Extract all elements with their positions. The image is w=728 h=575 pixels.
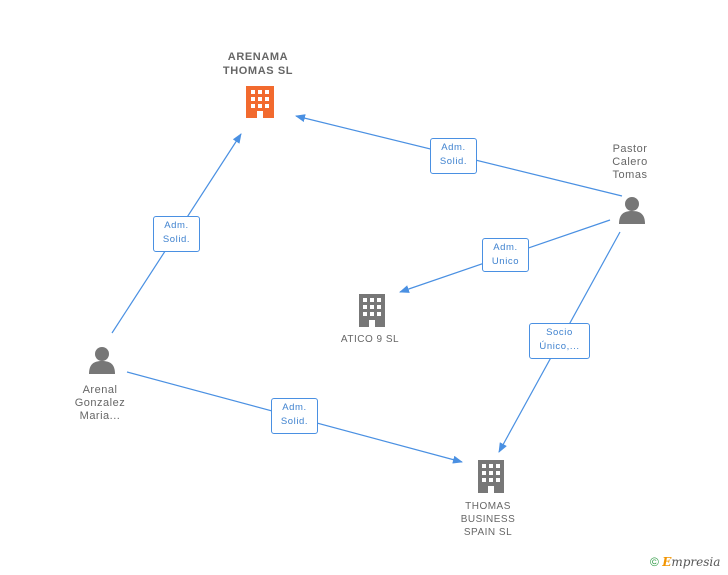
edge-label-arenal-thomas[interactable]: Adm. Solid. bbox=[271, 398, 318, 434]
edge-label-line: Solid. bbox=[280, 416, 309, 427]
edge-label-line: Único,... bbox=[539, 341, 580, 352]
node-label-line: Tomas bbox=[612, 169, 648, 181]
node-label-pastor[interactable]: Pastor Calero Tomas bbox=[592, 143, 668, 182]
edge-label-line: Adm. bbox=[164, 220, 189, 231]
edge-label-line: Socio bbox=[546, 327, 573, 338]
node-label-line: Calero bbox=[612, 156, 648, 168]
building-icon[interactable] bbox=[246, 86, 274, 118]
person-icon[interactable] bbox=[619, 197, 645, 224]
edge-label-line: Solid. bbox=[162, 234, 191, 245]
node-label-line: Arenal bbox=[82, 384, 118, 396]
edge-label-line: Unico bbox=[491, 256, 520, 267]
node-label-line: SPAIN SL bbox=[463, 527, 513, 538]
node-label-line: ATICO 9 SL bbox=[340, 334, 400, 345]
edge-label-line: Adm. bbox=[493, 242, 518, 253]
node-label-line: ARENAMA bbox=[227, 51, 289, 63]
node-label-line: Gonzalez bbox=[74, 397, 126, 409]
node-label-line: Pastor bbox=[612, 143, 648, 155]
node-label-line: THOMAS SL bbox=[222, 65, 294, 77]
edge-label-line: Solid. bbox=[439, 156, 468, 167]
node-label-atico[interactable]: ATICO 9 SL bbox=[322, 334, 418, 346]
node-label-arenal[interactable]: Arenal Gonzalez Maria... bbox=[60, 384, 140, 423]
brand-text: mpresia bbox=[671, 555, 721, 569]
edge-label-pastor-arenama[interactable]: Adm. Solid. bbox=[430, 138, 477, 174]
node-label-line: BUSINESS bbox=[460, 514, 516, 525]
building-icon[interactable] bbox=[478, 460, 504, 493]
edge-label-pastor-atico[interactable]: Adm. Unico bbox=[482, 238, 529, 272]
person-icon[interactable] bbox=[89, 347, 115, 374]
node-label-arenama[interactable]: ARENAMA THOMAS SL bbox=[200, 50, 316, 78]
node-label-thomas-business[interactable]: THOMAS BUSINESS SPAIN SL bbox=[448, 500, 528, 539]
edge-label-arenal-arenama[interactable]: Adm. Solid. bbox=[153, 216, 200, 252]
node-label-line: THOMAS bbox=[465, 501, 511, 512]
node-label-line: Maria... bbox=[79, 410, 121, 422]
brand-initial: E bbox=[662, 555, 672, 569]
empresia-logo: © Empresia bbox=[650, 555, 720, 569]
building-icon[interactable] bbox=[359, 294, 385, 327]
edge-label-line: Adm. bbox=[441, 142, 466, 153]
copyright-symbol: © bbox=[650, 555, 659, 569]
edge-label-pastor-thomas[interactable]: Socio Único,... bbox=[529, 323, 590, 359]
edge-label-line: Adm. bbox=[282, 402, 307, 413]
